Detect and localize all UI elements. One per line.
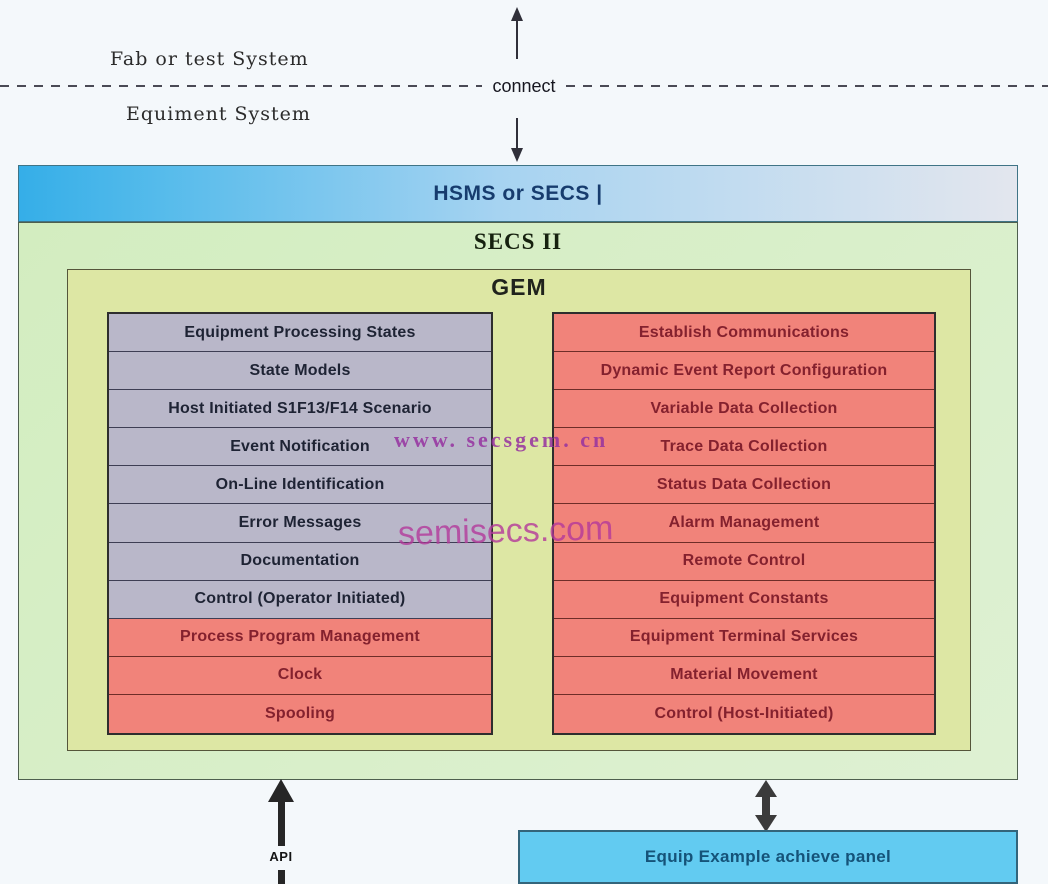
- capability-row: Alarm Management: [554, 504, 934, 543]
- watermark-semisecs: semisecs.com: [397, 509, 614, 553]
- host-equipment-divider: connect: [0, 76, 1048, 96]
- capability-row: Material Movement: [554, 656, 934, 695]
- hsms-secs1-layer: HSMS or SECS |: [18, 165, 1018, 222]
- capability-row: Variable Data Collection: [554, 390, 934, 429]
- secs2-label: SECS II: [473, 229, 563, 254]
- api-label: API: [269, 849, 293, 864]
- equipment-system-label: Equiment System: [126, 103, 311, 125]
- capability-row: Equipment Processing States: [109, 314, 491, 353]
- api-arrowhead-icon: [268, 779, 294, 802]
- capability-row: Control (Operator Initiated): [109, 580, 491, 619]
- dashed-line-left: [0, 85, 483, 87]
- capability-row: Event Notification: [109, 428, 491, 467]
- equip-example-panel: Equip Example achieve panel: [518, 830, 1018, 884]
- capability-row: Trace Data Collection: [554, 428, 934, 467]
- api-arrow-shaft: [277, 800, 285, 846]
- hsms-secs1-label: HSMS or SECS |: [433, 181, 603, 205]
- dashed-line-right: [565, 85, 1048, 87]
- capability-row: Host Initiated S1F13/F14 Scenario: [109, 390, 491, 429]
- capability-row: Error Messages: [109, 504, 491, 543]
- capability-row: On-Line Identification: [109, 466, 491, 505]
- capability-row: Status Data Collection: [554, 466, 934, 505]
- capability-row: State Models: [109, 352, 491, 391]
- secs2-layer: SECS II GEM Equipment Processing States …: [18, 222, 1018, 780]
- gem-right-capability-column: Establish Communications Dynamic Event R…: [552, 312, 936, 735]
- capability-row: Equipment Constants: [554, 580, 934, 619]
- watermark-secsgem: www. secsgem. cn: [394, 427, 609, 452]
- capability-row: Control (Host-Initiated): [554, 694, 934, 733]
- equip-example-panel-label: Equip Example achieve panel: [644, 847, 892, 866]
- capability-row: Process Program Management: [109, 618, 491, 657]
- gem-layer: GEM Equipment Processing States State Mo…: [67, 269, 971, 751]
- capability-row: Clock: [109, 656, 491, 695]
- capability-row: Spooling: [109, 694, 491, 733]
- api-arrow: API: [255, 778, 307, 884]
- fab-system-label: Fab or test System: [110, 48, 309, 70]
- capability-row: Equipment Terminal Services: [554, 618, 934, 657]
- connect-label: connect: [492, 75, 556, 96]
- capability-row: Dynamic Event Report Configuration: [554, 352, 934, 391]
- up-arrow-icon: [511, 7, 523, 59]
- api-arrow-shaft: [277, 870, 285, 884]
- double-arrow-icon: [755, 780, 777, 832]
- capability-row: Remote Control: [554, 542, 934, 581]
- capability-row: Documentation: [109, 542, 491, 581]
- down-arrow-icon: [511, 118, 523, 162]
- gem-label: GEM: [491, 274, 547, 300]
- gem-left-capability-column: Equipment Processing States State Models…: [107, 312, 493, 735]
- capability-row: Establish Communications: [554, 314, 934, 353]
